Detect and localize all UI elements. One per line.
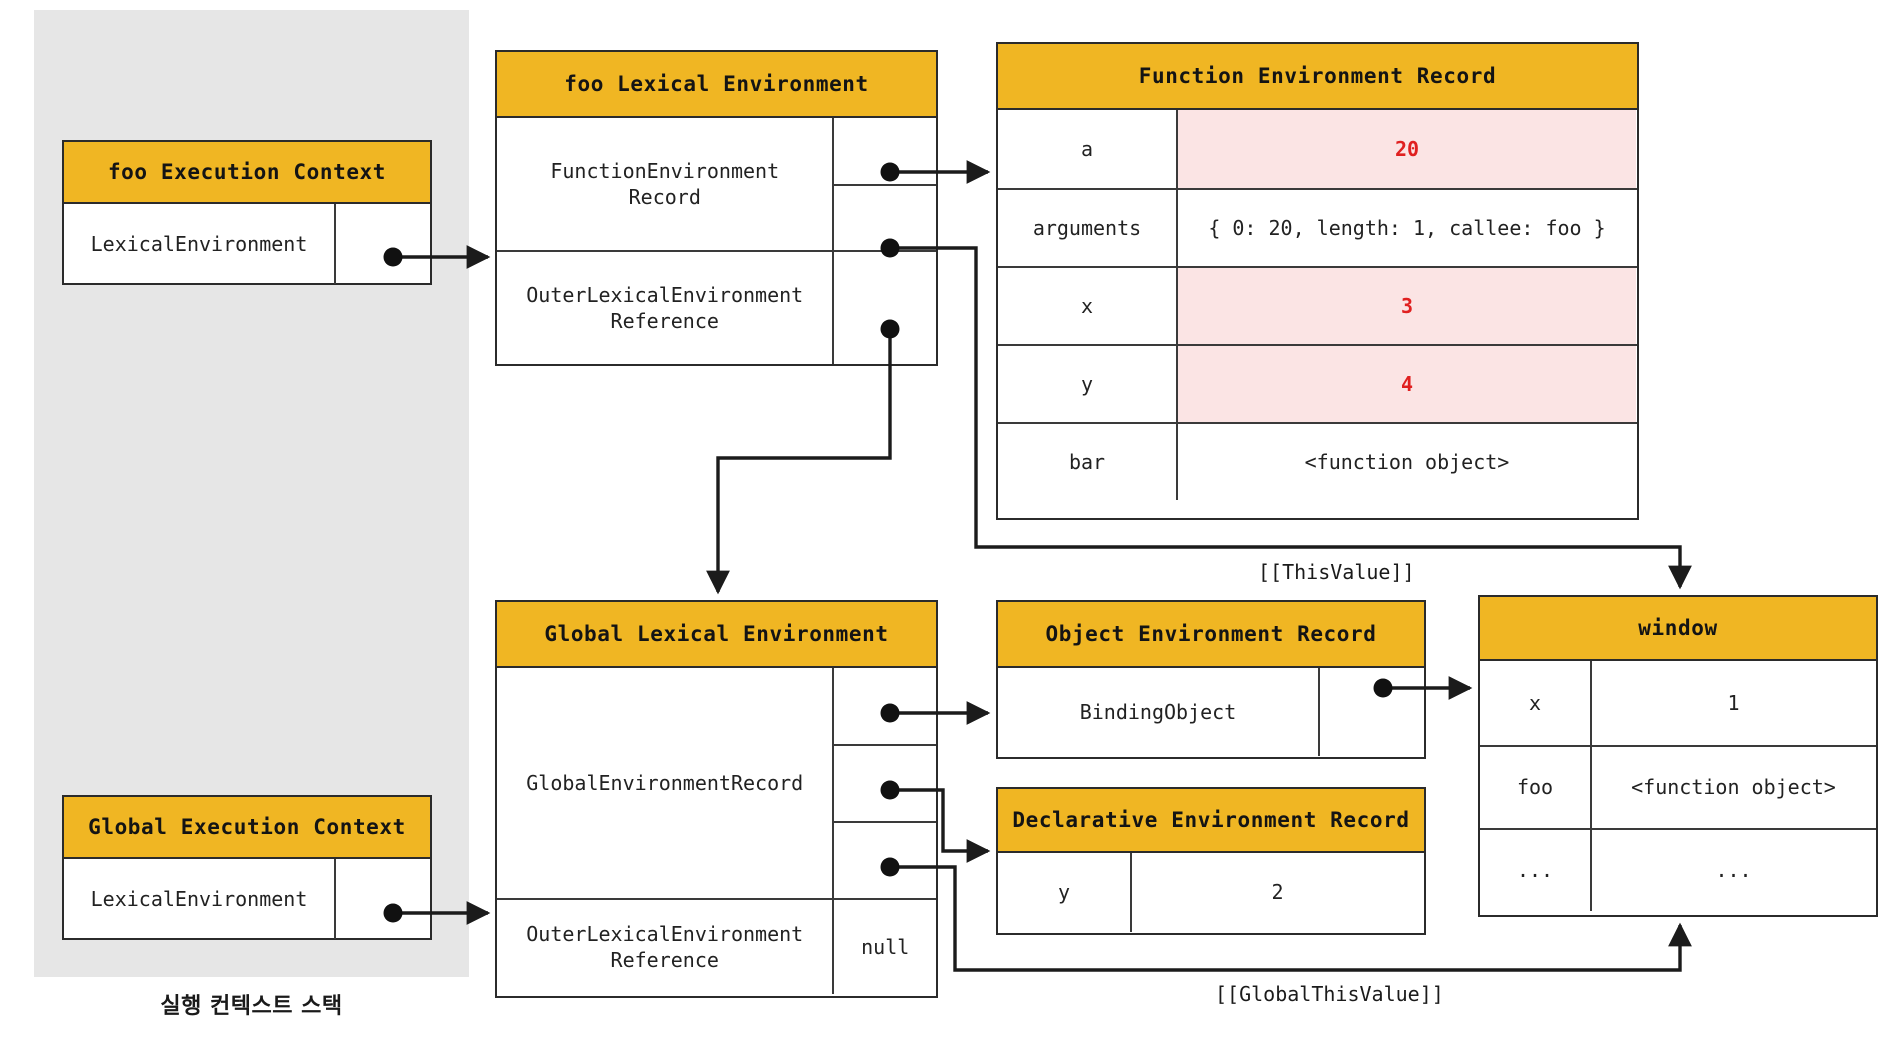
this-value-edge-label: [[ThisValue]] bbox=[1258, 560, 1415, 584]
fer-key-bar: bar bbox=[1068, 449, 1106, 474]
gle-object-record-pointer-cell bbox=[832, 668, 936, 744]
fer-key-arguments: arguments bbox=[1032, 215, 1142, 240]
function-environment-record-title: Function Environment Record bbox=[998, 44, 1637, 110]
function-environment-record-box: Function Environment Record a 20 argumen… bbox=[996, 42, 1639, 520]
gle-declarative-record-pointer-cell bbox=[832, 744, 936, 821]
table-row: LexicalEnvironment bbox=[64, 204, 430, 284]
window-value-foo: <function object> bbox=[1590, 747, 1875, 828]
der-key-y: y bbox=[1057, 880, 1071, 905]
global-execution-context-title: Global Execution Context bbox=[64, 797, 430, 859]
foo-le-fer-pointer-cell bbox=[832, 118, 936, 184]
fer-key-x: x bbox=[1080, 293, 1094, 318]
table-row: y 4 bbox=[998, 344, 1637, 422]
oer-binding-object-label: BindingObject bbox=[1079, 699, 1237, 724]
global-ec-lexical-environment-label: LexicalEnvironment bbox=[90, 886, 308, 911]
window-key-x: x bbox=[1528, 690, 1542, 715]
table-row: BindingObject bbox=[998, 668, 1424, 756]
window-key-foo: foo bbox=[1516, 775, 1554, 800]
fer-value-x: 3 bbox=[1176, 268, 1636, 344]
foo-lexical-environment-box: foo Lexical Environment FunctionEnvironm… bbox=[495, 50, 938, 366]
table-row: x 3 bbox=[998, 266, 1637, 344]
window-key-ellipsis: ... bbox=[1516, 858, 1554, 883]
window-title: window bbox=[1480, 597, 1876, 661]
der-value-y: 2 bbox=[1130, 853, 1423, 932]
gle-globalthis-pointer-cell bbox=[832, 821, 936, 898]
object-environment-record-title: Object Environment Record bbox=[998, 602, 1424, 668]
table-row: LexicalEnvironment bbox=[64, 859, 430, 939]
global-lexical-environment-title: Global Lexical Environment bbox=[497, 602, 936, 668]
table-row: foo <function object> bbox=[1480, 745, 1876, 828]
fer-value-arguments: { 0: 20, length: 1, callee: foo } bbox=[1176, 190, 1636, 266]
foo-le-function-environment-record-label: FunctionEnvironment Record bbox=[550, 158, 780, 209]
window-value-x: 1 bbox=[1590, 661, 1875, 745]
table-row: a 20 bbox=[998, 110, 1637, 188]
table-row: arguments { 0: 20, length: 1, callee: fo… bbox=[998, 188, 1637, 266]
fer-value-bar: <function object> bbox=[1176, 424, 1636, 500]
fer-key-y: y bbox=[1080, 371, 1094, 396]
global-lexical-environment-box: Global Lexical Environment GlobalEnviron… bbox=[495, 600, 938, 998]
window-object-box: window x 1 foo <function object> ... ... bbox=[1478, 595, 1878, 917]
foo-ec-lexical-environment-label: LexicalEnvironment bbox=[90, 231, 308, 256]
gle-outer-reference-value: null bbox=[832, 898, 936, 994]
fer-key-a: a bbox=[1080, 136, 1094, 161]
global-this-value-edge-label: [[GlobalThisValue]] bbox=[1215, 982, 1444, 1006]
foo-ec-lexical-environment-pointer bbox=[334, 204, 429, 284]
fer-value-a: 20 bbox=[1176, 110, 1636, 188]
declarative-environment-record-title: Declarative Environment Record bbox=[998, 789, 1424, 853]
declarative-environment-record-box: Declarative Environment Record y 2 bbox=[996, 787, 1426, 935]
table-row: bar <function object> bbox=[998, 422, 1637, 500]
foo-lexical-environment-title: foo Lexical Environment bbox=[497, 52, 936, 118]
table-row: y 2 bbox=[998, 853, 1424, 932]
gle-global-environment-record-label: GlobalEnvironmentRecord bbox=[526, 770, 804, 795]
foo-execution-context-box: foo Execution Context LexicalEnvironment bbox=[62, 140, 432, 285]
foo-execution-context-title: foo Execution Context bbox=[64, 142, 430, 204]
global-execution-context-box: Global Execution Context LexicalEnvironm… bbox=[62, 795, 432, 940]
table-row: x 1 bbox=[1480, 661, 1876, 745]
foo-le-outer-pointer-cell bbox=[832, 250, 936, 364]
object-environment-record-box: Object Environment Record BindingObject bbox=[996, 600, 1426, 759]
window-value-ellipsis: ... bbox=[1590, 830, 1875, 911]
fer-value-y: 4 bbox=[1176, 346, 1636, 422]
oer-binding-object-pointer bbox=[1318, 668, 1423, 756]
execution-context-stack-caption: 실행 컨텍스트 스택 bbox=[160, 994, 343, 1019]
gle-outer-reference-label: OuterLexicalEnvironment Reference bbox=[497, 898, 833, 994]
global-ec-lexical-environment-pointer bbox=[334, 859, 429, 939]
table-row: ... ... bbox=[1480, 828, 1876, 911]
foo-le-outer-reference-label: OuterLexicalEnvironment Reference bbox=[497, 250, 833, 364]
foo-le-this-pointer-cell bbox=[832, 184, 936, 250]
